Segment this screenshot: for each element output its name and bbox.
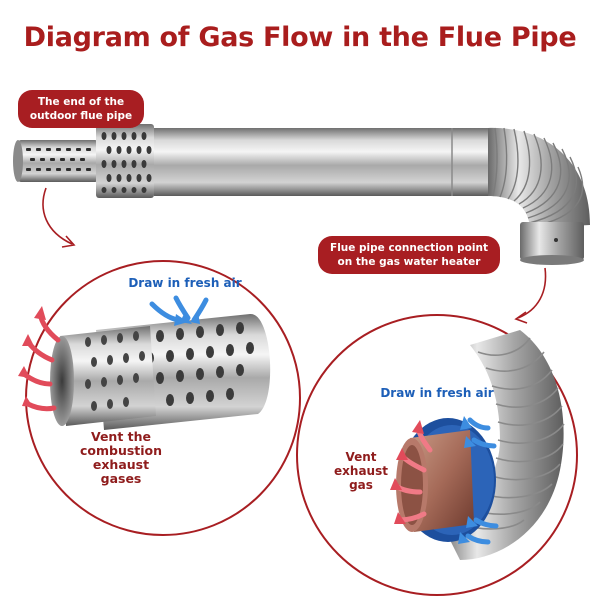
left-exhaust-label-line4: gases — [100, 471, 142, 486]
right-intake-label: Draw in fresh air — [380, 386, 494, 400]
left-intake-label: Draw in fresh air — [128, 276, 242, 290]
left-exhaust-label-line3: exhaust — [92, 457, 150, 472]
heater-connection-detail — [296, 314, 578, 596]
right-exhaust-label-line2: exhaust — [334, 464, 388, 478]
arrow-icon — [42, 187, 73, 245]
callout-heater-connection-line1: Flue pipe connection point — [330, 242, 488, 254]
callout-heater-connection: Flue pipe connection point on the gas wa… — [318, 236, 500, 274]
right-exhaust-label-line1: Vent — [345, 450, 377, 464]
callout-heater-connection-line2: on the gas water heater — [337, 256, 481, 268]
left-exhaust-label-line1: Vent the — [90, 429, 152, 444]
callout-outdoor-end-line2: outdoor flue pipe — [29, 110, 133, 122]
left-exhaust-label-line2: combustion — [79, 443, 163, 458]
right-exhaust-label-line3: gas — [349, 478, 373, 492]
outdoor-end-detail — [18, 260, 301, 536]
left-exhaust-label: Vent the combustion exhaust gases — [66, 430, 176, 486]
arrow-icon — [517, 267, 547, 319]
page-title: Diagram of Gas Flow in the Flue Pipe — [23, 22, 577, 53]
fresh-air-arrow-icon — [465, 417, 499, 545]
callout-outdoor-end: The end of the outdoor flue pipe — [18, 90, 144, 128]
callout-outdoor-end-line1: The end of the — [37, 96, 125, 108]
right-exhaust-label: Vent exhaust gas — [328, 450, 394, 492]
flue-pipe — [13, 124, 590, 265]
